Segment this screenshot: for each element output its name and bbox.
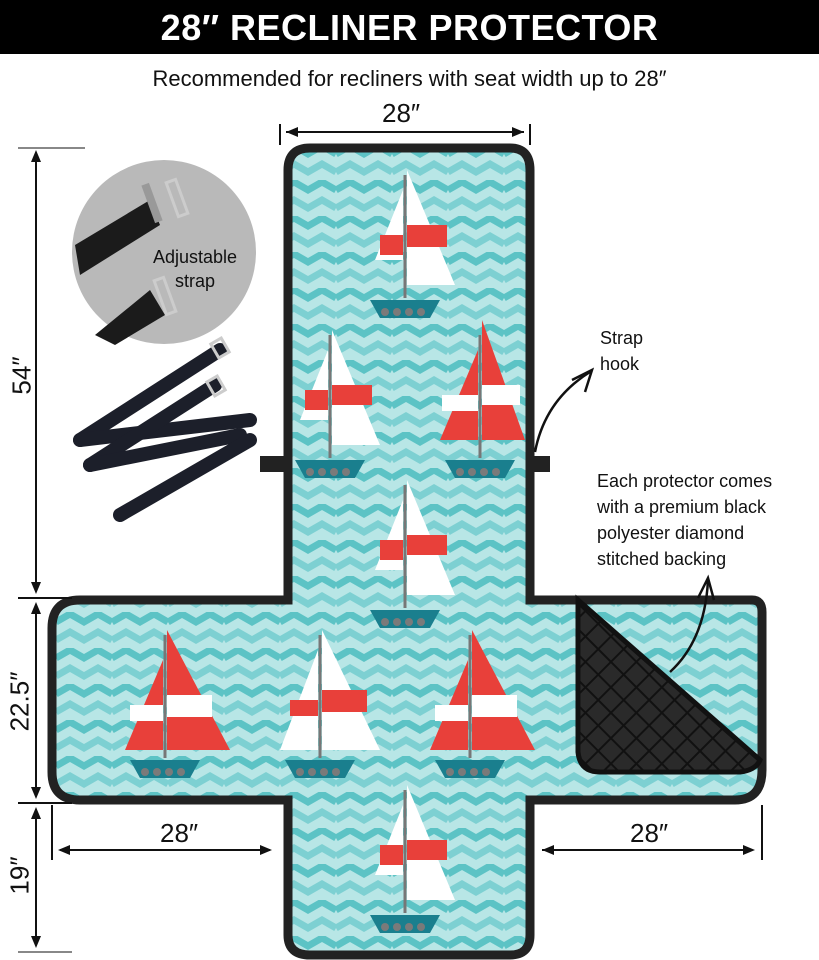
top-width-label: 28″ <box>382 98 421 128</box>
seat-height-label: 22.5″ <box>4 671 35 732</box>
adjustable-strap-image <box>72 160 256 345</box>
strap-hook-label: Strap hook <box>600 328 644 374</box>
subtitle: Recommended for recliners with seat widt… <box>152 66 667 91</box>
left-arm-width-label: 28″ <box>160 818 199 848</box>
backing-note: Each protector comes with a premium blac… <box>597 471 773 569</box>
footrest-height-label: 19″ <box>4 856 35 895</box>
right-arm-width-label: 28″ <box>630 818 669 848</box>
loose-straps-image <box>73 343 257 522</box>
adjustable-strap-label: Adjustable strap <box>152 247 238 291</box>
page-title: 28″ RECLINER PROTECTOR <box>0 0 819 54</box>
black-backing-flap <box>575 594 763 775</box>
left-strap-hook <box>260 456 290 472</box>
right-strap-hook <box>528 456 550 472</box>
back-height-label: 54″ <box>6 356 37 395</box>
